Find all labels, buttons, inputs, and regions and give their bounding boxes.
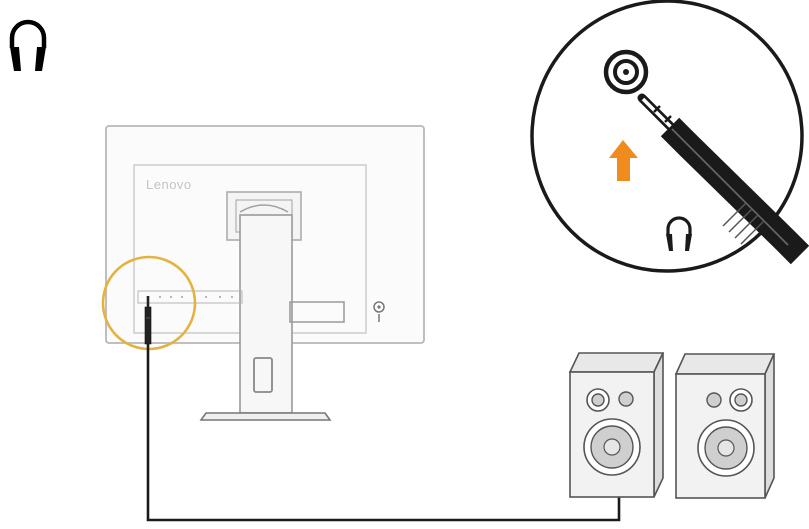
headphones-icon: [9, 19, 47, 71]
speaker-icon: [697, 388, 755, 477]
arrow-up-icon: [609, 140, 638, 181]
audio-cable: [146, 344, 621, 522]
headphones-icon: [666, 216, 692, 251]
monitor-brand-label: Lenovo: [146, 177, 192, 192]
audio-plug-icon: [144, 306, 152, 345]
port-block: [289, 301, 345, 323]
port-strip: [137, 290, 243, 304]
audio-plug-large: [637, 93, 809, 265]
cable-slot: [253, 357, 273, 393]
stand-column: [239, 214, 293, 414]
zoom-inset: [530, 0, 809, 273]
speaker-left: [568, 352, 665, 498]
audio-jack-icon: [603, 49, 649, 95]
speaker-right: [674, 353, 776, 499]
power-button-icon: [373, 301, 385, 322]
speaker-icon: [583, 388, 641, 476]
stand-base: [199, 412, 332, 421]
monitor-back-view: Lenovo: [101, 125, 425, 421]
